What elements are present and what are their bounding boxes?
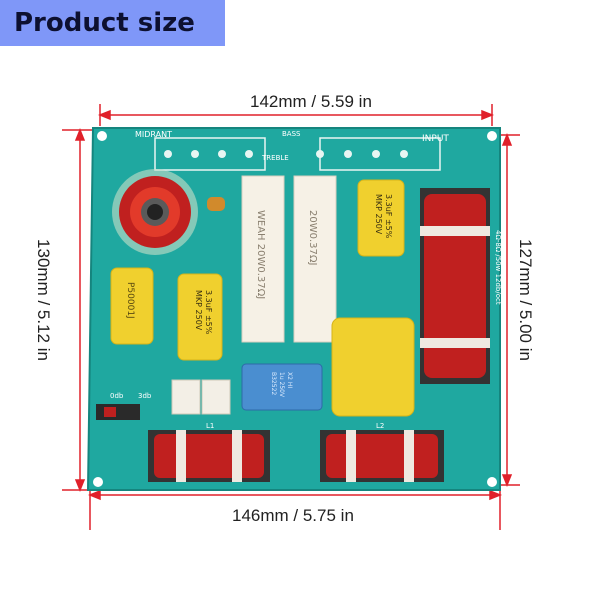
blue-cap-line2: 1u 250V — [278, 372, 285, 398]
blue-cap-line3: X2 HI — [286, 372, 293, 388]
product-size-badge: Product size — [0, 0, 225, 46]
silk-0db: 0db — [110, 392, 124, 400]
silk-input: INPUT — [422, 134, 449, 144]
silk-l2: L2 — [376, 422, 384, 430]
silk-midrange: MIDRANT — [135, 130, 172, 139]
cap-mid-line1: MKP 250V — [194, 290, 203, 331]
silk-3db: 3db — [138, 392, 152, 400]
blue-cap-line1: B32522 — [270, 372, 277, 395]
resistor-1-label: WEAH 20W0.37ΩJ — [255, 210, 266, 299]
pcb-board — [86, 127, 501, 491]
cap-top-line2: 3.3uF ±5% — [384, 194, 393, 239]
silk-spec: 4Ω-8Ω /50w 12db/oct — [494, 230, 502, 305]
silk-bass: BASS — [282, 130, 301, 138]
dimension-left-height: 130mm / 5.12 in — [34, 239, 53, 361]
cap-top-line1: MKP 250V — [374, 194, 383, 235]
dimension-bottom-width: 146mm / 5.75 in — [232, 506, 354, 525]
dimension-top-width: 142mm / 5.59 in — [250, 92, 372, 111]
dimension-right-height: 127mm / 5.00 in — [516, 239, 535, 361]
silk-treble: TREBLE — [261, 154, 289, 162]
dimension-lines — [62, 104, 520, 530]
cap-mid-line2: 3.3uF ±5% — [204, 290, 213, 335]
resistor-2-label: 20W0.37ΩJ — [307, 210, 318, 265]
cap-left-label: P50001J — [125, 282, 135, 319]
silk-l1: L1 — [206, 422, 214, 430]
